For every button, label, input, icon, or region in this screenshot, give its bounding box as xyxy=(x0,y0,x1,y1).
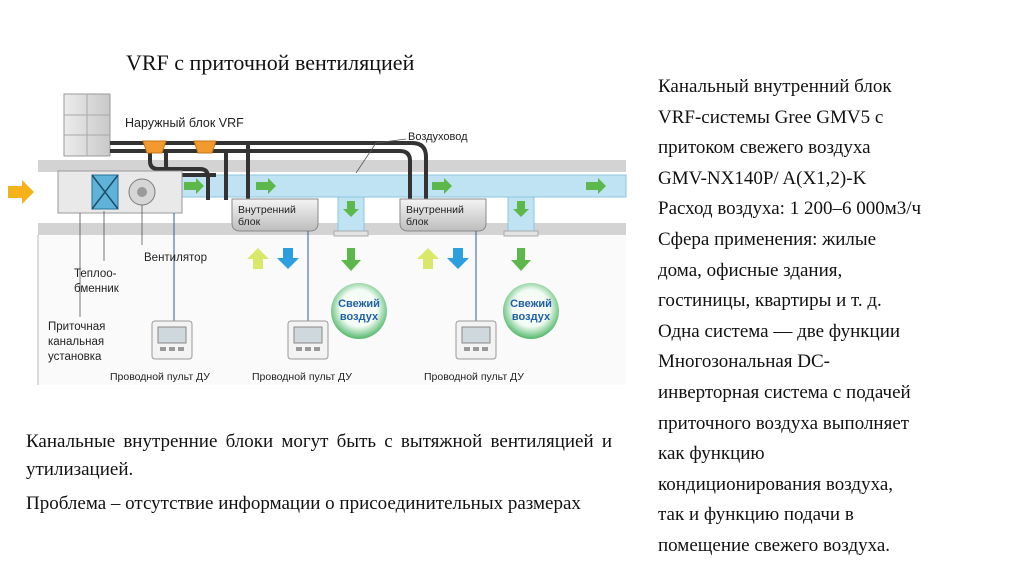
description-line: GMV-NX140P/ A(X1,2)-K xyxy=(658,167,867,189)
vrf-ventilation-diagram: Внутренний блок Внутренний блок Свежий в… xyxy=(8,93,627,385)
description-line: как функцию xyxy=(658,443,765,465)
pipe-connector-2 xyxy=(193,140,217,154)
remote-label-1: Проводной пульт ДУ xyxy=(110,371,210,383)
indoor-unit-2: Внутренний блок xyxy=(399,198,487,232)
supply-unit-label: установка xyxy=(48,351,102,363)
supply-ventilation-unit xyxy=(57,170,183,214)
refrigerant-pipes xyxy=(110,141,428,200)
duct-label: Воздуховод xyxy=(408,131,468,143)
description-line: Канальный внутренний блок xyxy=(658,76,892,97)
description-line: Многозональная DC- xyxy=(658,351,831,373)
outdoor-unit xyxy=(63,93,111,157)
room-air-arrows xyxy=(247,248,531,271)
wired-remote-1 xyxy=(151,320,193,360)
note-paragraph: Канальные внутренние блоки могут быть с … xyxy=(26,431,612,480)
description-line: дома, офисные здания, xyxy=(658,259,843,281)
fresh-air-label: воздух xyxy=(512,311,551,323)
fresh-air-label: воздух xyxy=(340,311,379,323)
bottom-notes: Канальные внутренние блоки могут быть с … xyxy=(26,428,612,518)
description-line: притоком свежего воздуха xyxy=(658,137,871,159)
indoor-unit-1: Внутренний блок xyxy=(231,198,319,232)
description-line: приточного воздуха выполняет xyxy=(658,412,910,434)
description-line: гостиницы, квартиры и т. д. xyxy=(658,290,882,312)
description-line: помещение свежего воздуха. xyxy=(658,534,891,556)
wired-remote-2 xyxy=(287,320,329,360)
control-wires xyxy=(173,213,477,321)
fresh-air-label: Свежий xyxy=(510,298,552,310)
remote-label-3: Проводной пульт ДУ xyxy=(424,371,524,383)
fresh-air-arrow xyxy=(341,248,361,271)
outdoor-unit-label: Наружный блок VRF xyxy=(125,116,244,130)
fan-label: Вентилятор xyxy=(144,252,207,264)
fresh-air-arrow xyxy=(511,248,531,271)
cool-air-arrow xyxy=(277,248,299,269)
heat-exchanger-label: Теплоо- xyxy=(74,268,117,280)
remote-label-2: Проводной пульт ДУ xyxy=(252,371,352,383)
description-line: VRF-системы Gree GMV5 с xyxy=(658,106,884,128)
cool-air-arrow xyxy=(447,248,469,269)
return-air-arrow xyxy=(417,248,439,269)
indoor-unit-label: Внутренний xyxy=(406,204,464,216)
duct-flow-arrows xyxy=(184,178,606,217)
supply-unit-label: канальная xyxy=(48,336,104,348)
pipe-connector-1 xyxy=(142,140,167,154)
ceiling-slab-top xyxy=(38,160,626,172)
product-description: Канальный внутренний блок VRF-системы Gr… xyxy=(658,72,1018,562)
fresh-air-bubble-2: Свежий воздух xyxy=(503,283,559,339)
indoor-unit-label: Внутренний xyxy=(238,204,296,216)
description-line: Сфера применения: жилые xyxy=(658,228,877,250)
leader-lines xyxy=(79,138,407,317)
indoor-unit-label: блок xyxy=(406,216,429,228)
description-line: кондиционирования воздуха, xyxy=(658,473,894,495)
description-line: инверторная система с подачей xyxy=(658,381,911,403)
description-line: Одна система — две функции xyxy=(658,320,901,342)
indoor-unit-label: блок xyxy=(238,216,261,228)
description-line: Расход воздуха: 1 200–6 000м3/ч xyxy=(658,198,922,220)
intake-arrow xyxy=(8,180,34,204)
fresh-air-label: Свежий xyxy=(338,298,380,310)
wired-remote-3 xyxy=(455,320,497,360)
heat-exchanger-label: бменник xyxy=(74,283,120,295)
supply-unit-label: Приточная xyxy=(48,321,105,333)
return-air-arrow xyxy=(247,248,269,269)
fresh-air-bubble-1: Свежий воздух xyxy=(331,283,387,339)
description-line: так и функцию подачи в xyxy=(658,504,854,526)
slide-title: VRF с приточной вентиляцией xyxy=(126,50,415,75)
note-paragraph: Проблема – отсутствие информации о присо… xyxy=(26,493,581,514)
